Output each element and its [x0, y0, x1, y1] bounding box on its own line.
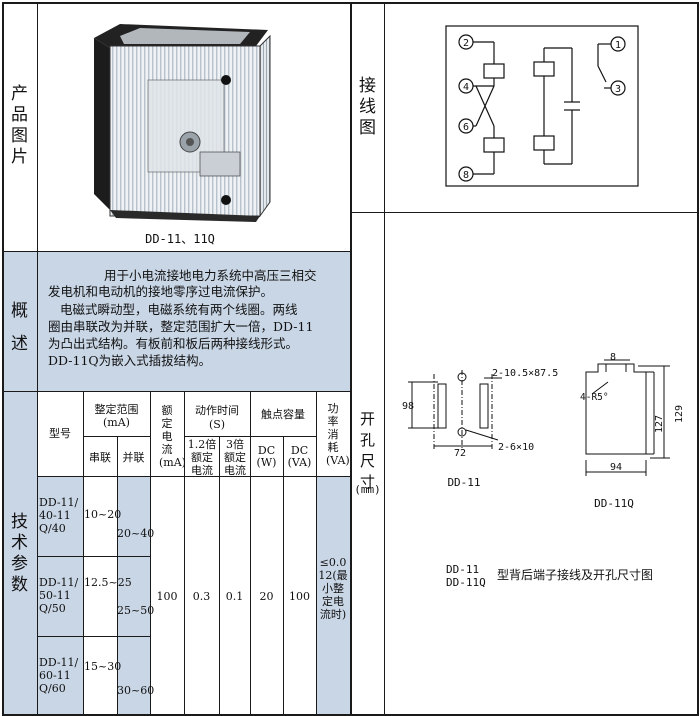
th-dc-va-unit: (VA) [287, 456, 312, 469]
th-time-1-2: 1.2倍额定电流 [187, 438, 217, 477]
wiring-diagram: 2 1 4 3 6 8 [445, 25, 639, 187]
shared-power: ≤0.012(最小整定电流时) [318, 556, 348, 621]
product-image-label: 产品图片 [11, 84, 28, 167]
th-range: 整定范围 [94, 403, 139, 416]
dd11q-top: 8 [610, 352, 616, 363]
dd11q-radius: 4-R5° [580, 392, 609, 403]
terminal-4: 4 [463, 82, 469, 93]
cutout-unit-label: (mm) [354, 483, 381, 496]
dd11-name: DD-11 [447, 476, 481, 489]
terminal-3: 3 [615, 84, 621, 95]
model-col-cell [37, 476, 83, 716]
dd11q-name: DD-11Q [594, 497, 634, 510]
cutout-caption: 型背后端子接线及开孔尺寸图 [497, 568, 654, 582]
dd11-height: 98 [402, 401, 414, 412]
overview-text-cell [37, 251, 350, 391]
terminal-8: 8 [463, 170, 469, 181]
th-setting-current: 额定电流(mA) [159, 404, 186, 469]
th-range-unit: (mA) [103, 416, 130, 429]
row-3-series: 15~30 [84, 660, 122, 673]
row-1-parallel: 20~40 [117, 527, 155, 540]
terminal-2: 2 [463, 38, 469, 49]
th-power: 功率消耗(VA) [326, 402, 350, 467]
dd11q-inner-height: 127 [654, 415, 665, 433]
dd11q-outer-height: 129 [674, 405, 685, 423]
th-dc-w: DC [257, 444, 276, 457]
th-dc-w-unit: (W) [256, 456, 277, 469]
th-time-3: 3倍额定电流 [224, 438, 246, 477]
th-action-time-unit: (S) [208, 418, 226, 431]
overview-label: 概述 [11, 301, 28, 354]
shared-time-3: 0.1 [225, 590, 244, 603]
shared-dc-w: 20 [259, 590, 274, 603]
overview-line-1: 用于小电流接地电力系统中高压三相交 [104, 268, 317, 283]
shared-time-1-2: 0.3 [192, 590, 211, 603]
dd11-width: 72 [454, 448, 466, 459]
dd11q-width: 94 [610, 462, 622, 473]
row-1-series: 10~20 [84, 508, 122, 521]
cutout-label: 开孔尺寸 [359, 410, 375, 491]
power-col-cell [316, 476, 350, 716]
th-action-time: 动作时间 [195, 404, 239, 417]
row-2-parallel: 25~50 [117, 604, 155, 617]
row-1-model: DD-11/40-11Q/40 [39, 496, 79, 535]
wiring-label: 接线图 [359, 76, 376, 138]
tech-params-label: 技术参数 [11, 512, 28, 595]
row-3-model: DD-11/60-11Q/60 [39, 656, 79, 695]
terminal-1: 1 [615, 40, 621, 51]
relay-photo [94, 24, 271, 222]
shared-dc-va: 100 [289, 590, 310, 603]
caption-model-1: DD-11 [446, 563, 480, 576]
dd11-cutout-drawing: 98 72 2-10.5×87.5 2-6×10 [402, 368, 558, 459]
overview-line-2: 发电机和电动机的接地零序过电流保护。 [48, 284, 274, 299]
tech-params-label-cell [2, 391, 37, 716]
overview-line-4: 圈由串联改为并联，整定范围扩大一倍，DD-11 [48, 319, 314, 334]
overview-line-6: DD-11Q为嵌入式插拔结构。 [48, 353, 212, 368]
th-contact-capacity: 触点容量 [261, 408, 305, 421]
row-2-model: DD-11/50-11Q/50 [39, 576, 79, 615]
dd11-holes-top: 2-10.5×87.5 [492, 368, 558, 379]
th-parallel: 并联 [122, 451, 145, 464]
caption-model-2: DD-11Q [446, 576, 486, 589]
overview-line-3: 电磁式瞬动型，电磁系统有两个线圈。两线 [60, 302, 298, 317]
overview-label-cell [2, 251, 37, 391]
row-2-series: 12.5~25 [84, 576, 132, 589]
dd11-holes-bottom: 2-6×10 [498, 442, 534, 453]
row-3-parallel: 30~60 [117, 684, 155, 697]
overview-line-5: 为凸出式结构。有板前和板后两种接线形式。 [48, 336, 299, 351]
shared-setting-current: 100 [156, 590, 178, 603]
dd11q-cutout-drawing: 8 4-R5° 127 129 94 [580, 352, 685, 476]
th-model: 型号 [49, 427, 71, 440]
th-series: 串联 [89, 451, 111, 464]
product-caption: DD-11、11Q [145, 232, 215, 246]
parallel-col-cell [117, 476, 150, 716]
th-dc-va: DC [290, 444, 309, 457]
terminal-6: 6 [463, 122, 469, 133]
